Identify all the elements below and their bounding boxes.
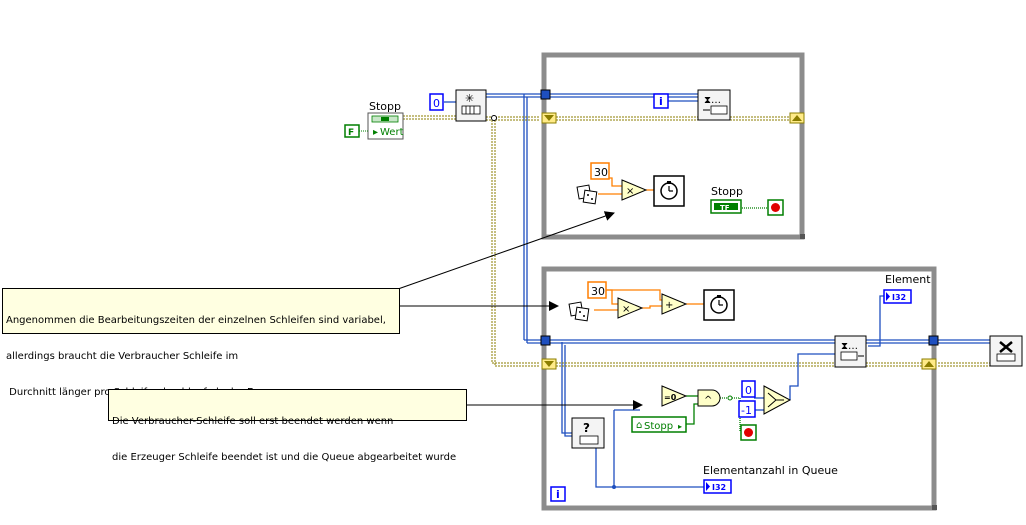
stopp-boolean-terminal[interactable]: Stopp TF [710,185,743,214]
elementanzahl-indicator[interactable]: Elementanzahl in Queue I32 [703,464,838,494]
error-cluster-wires [403,115,990,367]
constant-30-bottom[interactable]: 30 [587,281,607,299]
random-number-icon [576,184,598,205]
note2-line2: die Erzeuger Schleife beendet ist und di… [112,452,457,463]
svg-text:-1: -1 [741,404,752,417]
svg-text:30: 30 [591,285,605,298]
note2-line1: Die Verbraucher-Schleife soll erst beend… [112,416,394,427]
svg-text:▸: ▸ [678,422,682,431]
constant-zero-top[interactable]: 0 [429,93,444,111]
random-number-icon-bottom [568,301,590,322]
constant-zero-bottom[interactable]: 0 [741,380,756,398]
obtain-queue-node[interactable]: ✳ [455,89,487,122]
svg-text:▸: ▸ [373,127,378,138]
svg-text:0: 0 [745,384,752,397]
svg-text:I32: I32 [712,483,726,492]
note1-line1: Angenommen die Bearbeitungszeiten der ei… [6,315,386,326]
multiply-node-top[interactable]: × [621,179,648,201]
wait-ms-node-top[interactable] [653,175,685,207]
annotation-note-variable-times: Angenommen die Bearbeitungszeiten der ei… [2,288,400,398]
svg-text:×: × [622,304,630,315]
loop-tunnels [540,89,939,370]
note1-line2: allerdings braucht die Verbraucher Schle… [6,351,239,362]
annotation-note-consumer-stop: Die Verbraucher-Schleife soll erst beend… [108,389,467,463]
svg-text:TF: TF [720,204,730,212]
and-node[interactable]: ^ [697,389,721,407]
element-indicator[interactable]: Element I32 [883,273,931,304]
select-node[interactable] [763,385,792,415]
dequeue-element-node[interactable]: ⧗… [834,335,867,368]
svg-text:30: 30 [594,166,608,179]
wire-junction [491,115,497,121]
svg-text:Elementanzahl in Queue: Elementanzahl in Queue [703,464,838,477]
int-junction [612,485,616,489]
svg-text:⧗…: ⧗… [704,95,721,106]
svg-text:×: × [626,186,634,197]
misc-wires [444,100,884,488]
iteration-terminal-top: i [653,93,669,109]
annotation-arrows [397,211,643,410]
queue-reference-wires [486,93,990,437]
producer-while-loop[interactable] [541,52,805,240]
bool-junction [727,395,733,401]
svg-text:0: 0 [433,97,440,110]
svg-text:⧗…: ⧗… [841,341,858,352]
consumer-while-loop[interactable] [541,266,937,511]
svg-text:F: F [348,128,354,138]
add-node[interactable]: + [661,293,688,315]
svg-text:^: ^ [704,395,712,406]
svg-text:i: i [659,95,663,108]
stopp-local-variable-read[interactable]: ⌂ Stopp ▸ [631,416,687,433]
equal-zero-node[interactable]: =0 [661,385,688,407]
svg-text:Element: Element [885,273,931,286]
get-queue-status-node[interactable]: ? [571,417,605,449]
svg-text:⌂: ⌂ [636,420,642,431]
multiply-node-bottom[interactable]: × [617,297,644,319]
svg-text:i: i [556,488,560,501]
iteration-terminal-bottom: i [550,486,566,502]
loop-condition-stop-bottom[interactable] [740,424,757,441]
svg-text:✳: ✳ [465,92,474,105]
svg-text:Wert: Wert [380,127,404,138]
svg-text:Stopp: Stopp [711,185,743,198]
constant-30-top[interactable]: 30 [590,162,610,180]
svg-text:Stopp: Stopp [369,100,401,113]
loop-condition-stop-top[interactable] [767,199,784,216]
svg-text:?: ? [583,421,590,435]
svg-text:Stopp: Stopp [644,421,673,432]
stopp-local-variable-write[interactable]: Stopp ▸ Wert [367,100,404,140]
constant-minus-one[interactable]: -1 [738,400,756,418]
svg-text:I32: I32 [892,293,906,302]
release-queue-node[interactable] [989,335,1023,367]
wait-ms-node-bottom[interactable] [703,289,735,321]
svg-text:=0: =0 [664,393,677,402]
false-constant[interactable]: F [344,124,368,138]
enqueue-element-node[interactable]: ⧗… [697,89,731,121]
svg-text:+: + [665,300,673,311]
